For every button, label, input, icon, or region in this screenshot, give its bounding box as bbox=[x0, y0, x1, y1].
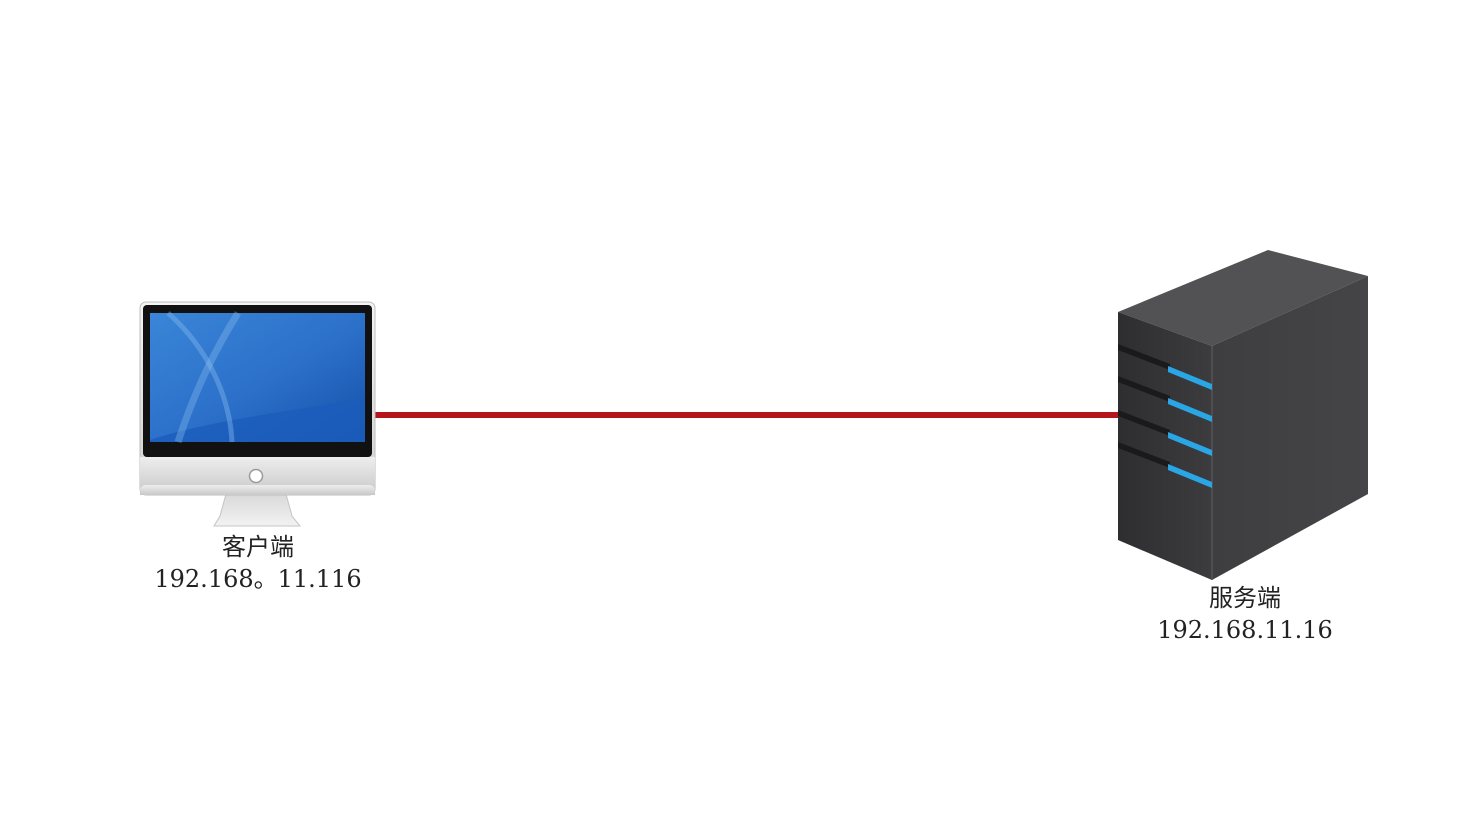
server-name: 服务端 bbox=[1209, 584, 1281, 612]
client-ip: 192.168。11.116 bbox=[154, 565, 362, 593]
server-led-indicators bbox=[1168, 366, 1212, 488]
client-label: 客户端 192.168。11.116 bbox=[108, 531, 408, 595]
desktop-monitor-icon bbox=[139, 301, 376, 527]
client-name: 客户端 bbox=[222, 533, 294, 561]
tower-server-icon bbox=[1118, 250, 1368, 580]
monitor-logo-dot bbox=[248, 468, 264, 484]
server-ip: 192.168.11.16 bbox=[1157, 616, 1333, 644]
server-label: 服务端 192.168.11.16 bbox=[1095, 582, 1395, 646]
server-drive-bays bbox=[1118, 344, 1170, 468]
